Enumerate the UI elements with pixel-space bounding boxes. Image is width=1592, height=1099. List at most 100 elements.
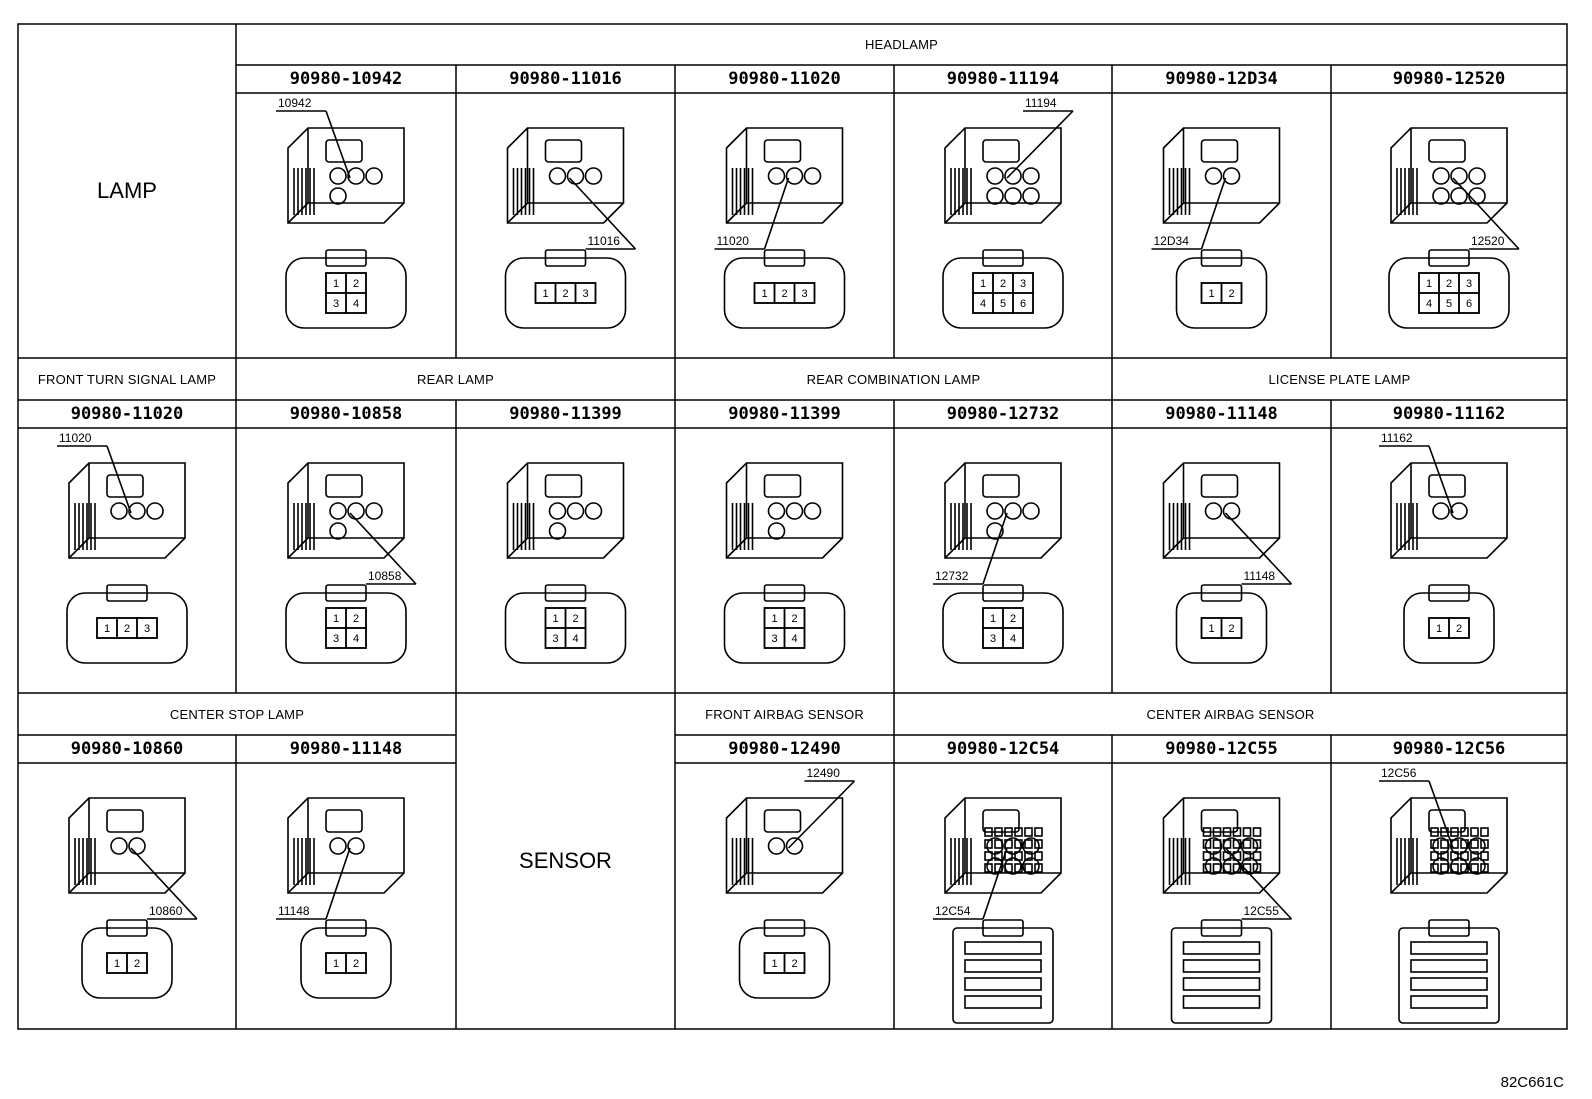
pin-number: 2 [791,613,797,625]
pin-number: 3 [582,288,588,300]
pin-number: 2 [1000,278,1006,290]
pin-number: 1 [1208,288,1214,300]
pin-number: 4 [1426,298,1432,310]
pin-number: 5 [1000,298,1006,310]
connector-drawing: 11148 1 2 [276,797,405,999]
center-airbag-header: CENTER AIRBAG SENSOR [1146,706,1315,722]
part-number: 90980-12C54 [946,739,1060,759]
pin-number: 1 [104,623,110,635]
connector-callout: 12D34 [1154,234,1190,248]
pin-number: 6 [1020,298,1026,310]
pin-number: 4 [1010,633,1016,645]
connector-drawing: 10858 1 2 3 4 [285,462,417,664]
pin-number: 3 [552,633,558,645]
connector-drawing: 12490 1 2 [725,766,856,999]
pin-number: 6 [1466,298,1472,310]
connector-drawing: 10942 1 2 3 4 [276,96,407,329]
front-airbag-header: FRONT AIRBAG SENSOR [705,706,864,722]
connector-drawing: 12C54 [933,797,1062,1024]
pin-number: 3 [1466,278,1472,290]
pin-number: 3 [771,633,777,645]
pin-number: 3 [990,633,996,645]
part-number: 90980-10858 [289,404,403,424]
part-number: 90980-10942 [289,69,403,89]
pin-number: 2 [353,278,359,290]
pin-number: 1 [761,288,767,300]
pin-number: 3 [1020,278,1026,290]
part-number: 90980-12490 [728,739,841,759]
pin-number: 4 [791,633,797,645]
pin-number: 2 [1010,613,1016,625]
part-number: 90980-11399 [728,404,841,424]
pin-number: 2 [124,623,130,635]
pin-number: 1 [1436,623,1442,635]
connector-callout: 11162 [1381,431,1413,445]
part-number: 90980-11148 [289,739,403,759]
pin-number: 1 [552,613,558,625]
rear-combination-header: REAR COMBINATION LAMP [806,371,981,387]
pin-number: 1 [980,278,986,290]
connector-callout: 12732 [935,569,969,583]
part-number: 90980-12520 [1392,69,1506,89]
part-number: 90980-12C55 [1165,739,1278,759]
connector-callout: 11020 [717,234,750,248]
pin-number: 2 [562,288,568,300]
connector-callout: 12C54 [935,904,971,918]
pin-number: 2 [781,288,787,300]
pin-number: 2 [1456,623,1462,635]
pin-number: 2 [353,958,359,970]
connector-callout: 12490 [807,766,841,780]
part-number: 90980-11148 [1165,404,1278,424]
connector-drawing: 12C56 [1379,766,1508,1024]
part-number: 90980-11020 [70,404,184,424]
connector-drawing: 12C55 [1162,797,1293,1024]
connector-callout: 11194 [1025,96,1057,110]
connector-callout: 11016 [588,234,621,248]
rear-lamp-header: REAR LAMP [417,371,494,387]
part-number: 90980-12C56 [1392,739,1506,759]
pin-number: 4 [980,298,986,310]
pin-number: 4 [353,298,359,310]
figure-code: 82C661C [1500,1074,1564,1091]
pin-number: 1 [333,613,339,625]
pin-number: 1 [1208,623,1214,635]
connector-callout: 12C55 [1244,904,1280,918]
connector-drawing: 11162 1 2 [1379,431,1508,664]
pin-number: 2 [134,958,140,970]
connector-callout: 10858 [368,569,402,583]
pin-number: 5 [1446,298,1452,310]
connector-callout: 11148 [278,904,310,918]
pin-number: 3 [333,298,339,310]
pin-number: 1 [333,278,339,290]
center-stop-header: CENTER STOP LAMP [169,706,305,722]
pin-number: 4 [353,633,359,645]
pin-number: 2 [791,958,797,970]
part-number: 90980-12D34 [1165,69,1278,89]
pin-number: 1 [990,613,996,625]
pin-number: 3 [801,288,807,300]
part-number: 90980-12732 [946,404,1060,424]
pin-number: 4 [572,633,578,645]
pin-number: 1 [1426,278,1432,290]
connector-drawing: 12732 1 2 3 4 [933,462,1064,664]
pin-number: 2 [353,613,359,625]
pin-number: 1 [771,958,777,970]
part-number: 90980-11399 [509,404,622,424]
headlamp-header: HEADLAMP [864,37,939,52]
connector-callout: 10942 [278,96,312,110]
connector-drawing: 11020 1 2 3 [714,127,846,329]
pin-number: 1 [333,958,339,970]
part-number: 90980-11194 [946,69,1060,89]
sensor-label: SENSOR [519,848,612,873]
front-turn-signal-header: FRONT TURN SIGNAL LAMP [37,371,217,387]
connector-callout: 10860 [149,904,183,918]
pin-number: 3 [333,633,339,645]
